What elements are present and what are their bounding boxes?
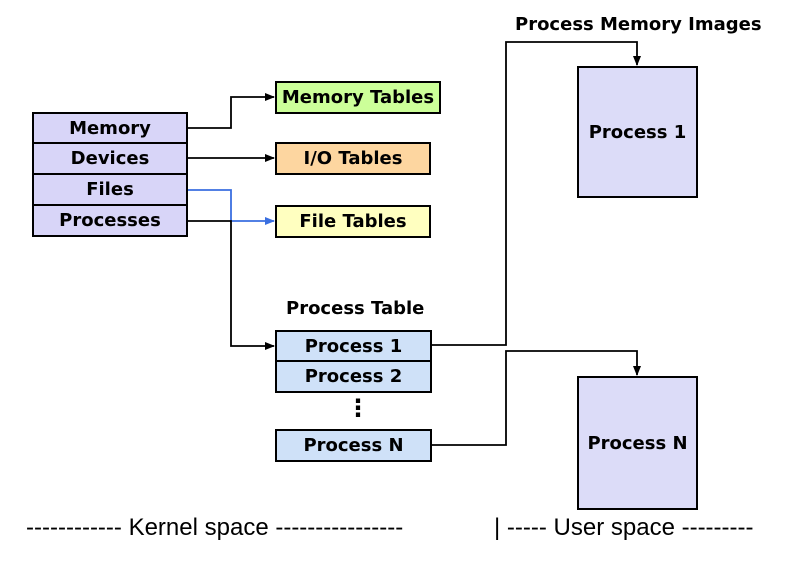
process-table-title: Process Table <box>286 298 425 319</box>
resource-files: Files <box>32 173 188 206</box>
process-table-entry-n: Process N <box>275 429 432 462</box>
process-memory-images-title: Process Memory Images <box>515 14 762 35</box>
process-table-entry-1: Process 1 <box>275 330 432 362</box>
file-tables-box: File Tables <box>275 205 431 238</box>
process-image-1: Process 1 <box>577 66 698 198</box>
io-tables-box: I/O Tables <box>275 142 431 175</box>
user-space-label: | ----- User space --------- <box>494 514 754 541</box>
resource-devices: Devices <box>32 142 188 175</box>
files-to-file-tables-arrow <box>188 189 275 225</box>
process-table-entry-2: Process 2 <box>275 360 432 393</box>
processes-to-process-table-arrow <box>188 220 275 350</box>
process-image-n: Process N <box>577 376 698 510</box>
memory-tables-box: Memory Tables <box>275 81 441 114</box>
kernel-space-label: ------------ Kernel space --------------… <box>26 514 404 541</box>
process-1-to-image-arrow <box>432 41 641 346</box>
memory-to-memory-tables-arrow <box>188 93 275 129</box>
resource-memory: Memory <box>32 112 188 144</box>
resource-processes: Processes <box>32 204 188 237</box>
process-table-ellipsis: ⋮ <box>346 394 370 422</box>
process-n-to-image-arrow <box>432 350 641 446</box>
